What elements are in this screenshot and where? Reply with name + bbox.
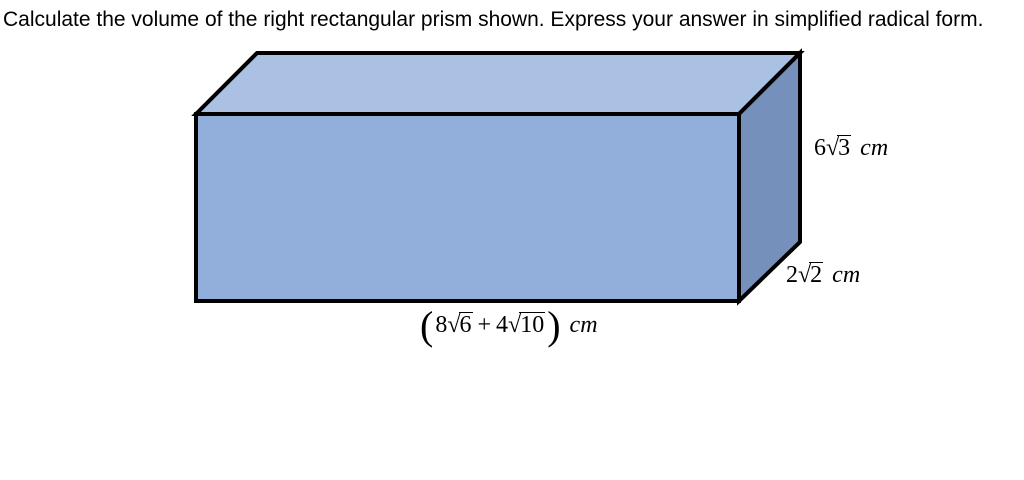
- length-term1-radicand: 6: [458, 312, 473, 338]
- close-paren: ): [547, 303, 561, 348]
- length-term2-coefficient: 4: [496, 312, 509, 338]
- length-term2-radicand: 10: [519, 312, 546, 338]
- open-paren: (: [420, 303, 434, 348]
- prism-front-face: [194, 112, 741, 303]
- depth-dimension-label: 2√2 cm: [786, 262, 860, 288]
- length-dimension-label: (8√6+4√10)cm: [420, 306, 598, 346]
- depth-coefficient: 2: [786, 262, 798, 288]
- height-coefficient: 6: [814, 135, 826, 161]
- radical-sign: √: [508, 312, 521, 338]
- problem-statement: Calculate the volume of the right rectan…: [3, 8, 984, 31]
- radical-sign: √: [826, 135, 839, 161]
- prism-top-face: [191, 51, 805, 116]
- height-radicand: 3: [837, 135, 852, 161]
- length-term1-coefficient: 8: [435, 312, 448, 338]
- height-dimension-label: 6√3 cm: [814, 135, 888, 161]
- height-unit: cm: [860, 135, 889, 161]
- plus-operator: +: [477, 312, 492, 338]
- depth-radicand: 2: [809, 262, 824, 288]
- radical-sign: √: [447, 312, 460, 338]
- radical-sign: √: [798, 262, 811, 288]
- length-unit: cm: [569, 312, 598, 338]
- depth-unit: cm: [832, 262, 861, 288]
